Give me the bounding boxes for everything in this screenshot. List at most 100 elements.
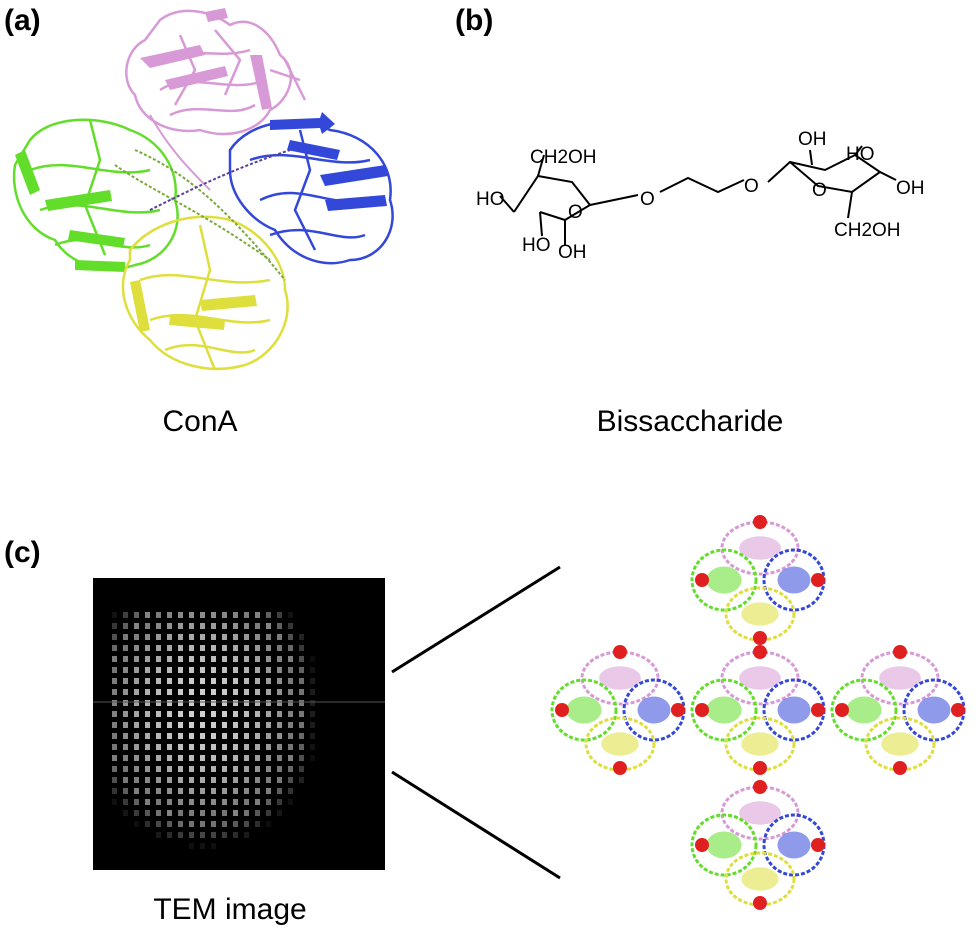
panel-b-label: (b) <box>455 4 494 37</box>
ligand-binding-site <box>753 896 767 910</box>
atom-ch2oh-left: CH2OH <box>530 147 597 168</box>
atom-o-link-right: O <box>744 176 759 197</box>
tem-spot <box>266 667 271 673</box>
tem-spot <box>277 689 282 695</box>
tem-spot <box>134 689 139 695</box>
tem-spot <box>233 612 238 618</box>
tem-spot <box>244 689 249 695</box>
tem-spot <box>189 711 194 717</box>
tem-spot <box>156 777 161 783</box>
tem-spot <box>112 645 117 651</box>
tem-spot <box>156 832 161 838</box>
tem-spot <box>222 645 227 651</box>
tem-spot <box>233 832 238 838</box>
tem-spot <box>277 634 282 640</box>
tem-spot <box>266 777 271 783</box>
tem-spot <box>233 656 238 662</box>
lattice-subunit-core <box>706 566 742 594</box>
lattice-subunit-core <box>739 666 781 690</box>
tem-spot <box>178 755 183 761</box>
tem-spot <box>200 634 205 640</box>
tem-spot <box>134 667 139 673</box>
tem-spot <box>233 700 238 706</box>
tem-spot <box>310 722 315 728</box>
tem-spot <box>299 733 304 739</box>
tem-spot <box>145 711 150 717</box>
tem-spot <box>178 766 183 772</box>
ligand-binding-site <box>753 761 767 775</box>
tem-spot <box>156 612 161 618</box>
tem-spot <box>266 810 271 816</box>
tem-spot <box>123 689 128 695</box>
tem-spot <box>233 689 238 695</box>
lattice-subunit-core <box>879 666 921 690</box>
tem-spot <box>288 667 293 673</box>
tem-spot <box>266 821 271 827</box>
tem-spot <box>266 711 271 717</box>
tem-spot <box>222 766 227 772</box>
bissaccharide-caption: Bissaccharide <box>596 405 784 438</box>
ligand-binding-site <box>753 515 767 529</box>
tem-spot <box>134 810 139 816</box>
tem-spot <box>266 623 271 629</box>
tem-lattice-spots <box>112 612 315 849</box>
zoom-line-bottom <box>391 770 561 880</box>
tem-spot <box>211 645 216 651</box>
tem-spot <box>255 733 260 739</box>
tem-spot <box>244 722 249 728</box>
tem-spot <box>145 667 150 673</box>
tem-spot <box>211 799 216 805</box>
tem-spot <box>222 689 227 695</box>
tem-spot <box>266 755 271 761</box>
ligand-binding-site <box>835 703 849 717</box>
ligand-binding-site <box>893 645 907 659</box>
atom-oh-right: OH <box>896 178 925 199</box>
tem-spot <box>112 678 117 684</box>
tem-spot <box>233 821 238 827</box>
tem-spot <box>299 700 304 706</box>
tem-spot <box>200 722 205 728</box>
tem-spot <box>156 755 161 761</box>
tem-spot <box>145 656 150 662</box>
tem-spot <box>288 777 293 783</box>
lattice-subunit-core <box>739 801 781 825</box>
tem-spot <box>145 733 150 739</box>
tem-spot <box>167 821 172 827</box>
tem-spot <box>277 810 282 816</box>
tem-spot <box>178 634 183 640</box>
tem-spot <box>156 788 161 794</box>
tem-spot <box>222 810 227 816</box>
tem-spot <box>200 612 205 618</box>
tem-spot <box>255 667 260 673</box>
ligand-binding-site <box>695 838 709 852</box>
tem-spot <box>244 634 249 640</box>
tem-spot <box>123 623 128 629</box>
lattice-subunit <box>690 813 758 877</box>
tem-spot <box>233 777 238 783</box>
tem-spot <box>134 744 139 750</box>
tem-spot <box>277 645 282 651</box>
tem-spot <box>244 799 249 805</box>
tem-spot <box>255 645 260 651</box>
tem-spot <box>112 667 117 673</box>
tem-spot <box>112 711 117 717</box>
tem-spot <box>288 744 293 750</box>
tem-spot <box>134 700 139 706</box>
tem-spot <box>189 766 194 772</box>
tem-spot <box>178 667 183 673</box>
subunit-yellow <box>121 215 289 371</box>
tem-spot <box>112 722 117 728</box>
tem-spot <box>233 722 238 728</box>
tem-spot <box>123 777 128 783</box>
tem-spot <box>277 799 282 805</box>
tem-spot <box>288 634 293 640</box>
tem-spot <box>222 678 227 684</box>
tem-spot <box>310 711 315 717</box>
lattice-tetramer <box>830 645 966 775</box>
tem-spot <box>200 755 205 761</box>
tem-spot <box>156 722 161 728</box>
tem-spot <box>156 700 161 706</box>
